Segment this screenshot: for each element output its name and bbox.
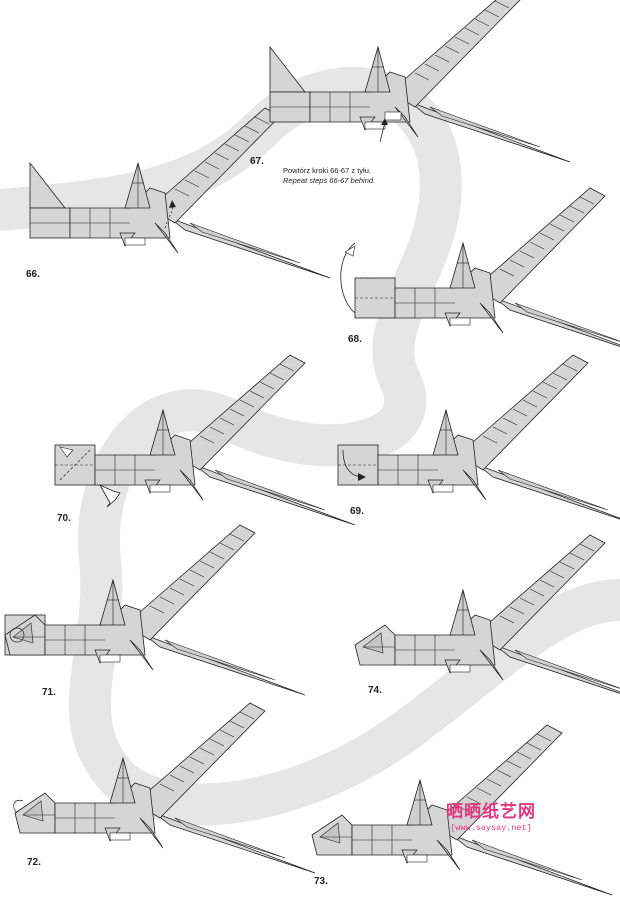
step-number-69: 69. bbox=[350, 506, 364, 517]
step-68-diagram bbox=[340, 187, 620, 359]
step-67-diagram bbox=[269, 0, 571, 163]
step-66-diagram bbox=[29, 107, 331, 279]
step-number-67: 67. bbox=[250, 156, 264, 167]
step-72-diagram bbox=[13, 702, 316, 874]
watermark: 晒晒纸艺网 [www.saysay.net] bbox=[446, 797, 536, 833]
watermark-url: [www.saysay.net] bbox=[450, 823, 532, 833]
step-71-diagram bbox=[4, 524, 306, 696]
repeat-note-polish: Powtórz kroki 66-67 z tyłu. bbox=[283, 166, 371, 175]
step-number-66: 66. bbox=[26, 269, 40, 280]
step-number-73: 73. bbox=[314, 876, 328, 887]
step-number-68: 68. bbox=[348, 334, 362, 345]
repeat-note: Powtórz kroki 66-67 z tyłu. Repeat steps… bbox=[283, 166, 375, 186]
step-number-70: 70. bbox=[57, 513, 71, 524]
step-number-74: 74. bbox=[368, 685, 382, 696]
step-70-diagram bbox=[54, 354, 356, 526]
repeat-note-english: Repeat steps 66-67 behind. bbox=[283, 176, 376, 185]
watermark-chinese: 晒晒纸艺网 bbox=[446, 802, 536, 822]
step-number-71: 71. bbox=[42, 687, 56, 698]
step-69-diagram bbox=[337, 354, 620, 526]
step-number-72: 72. bbox=[27, 857, 41, 868]
